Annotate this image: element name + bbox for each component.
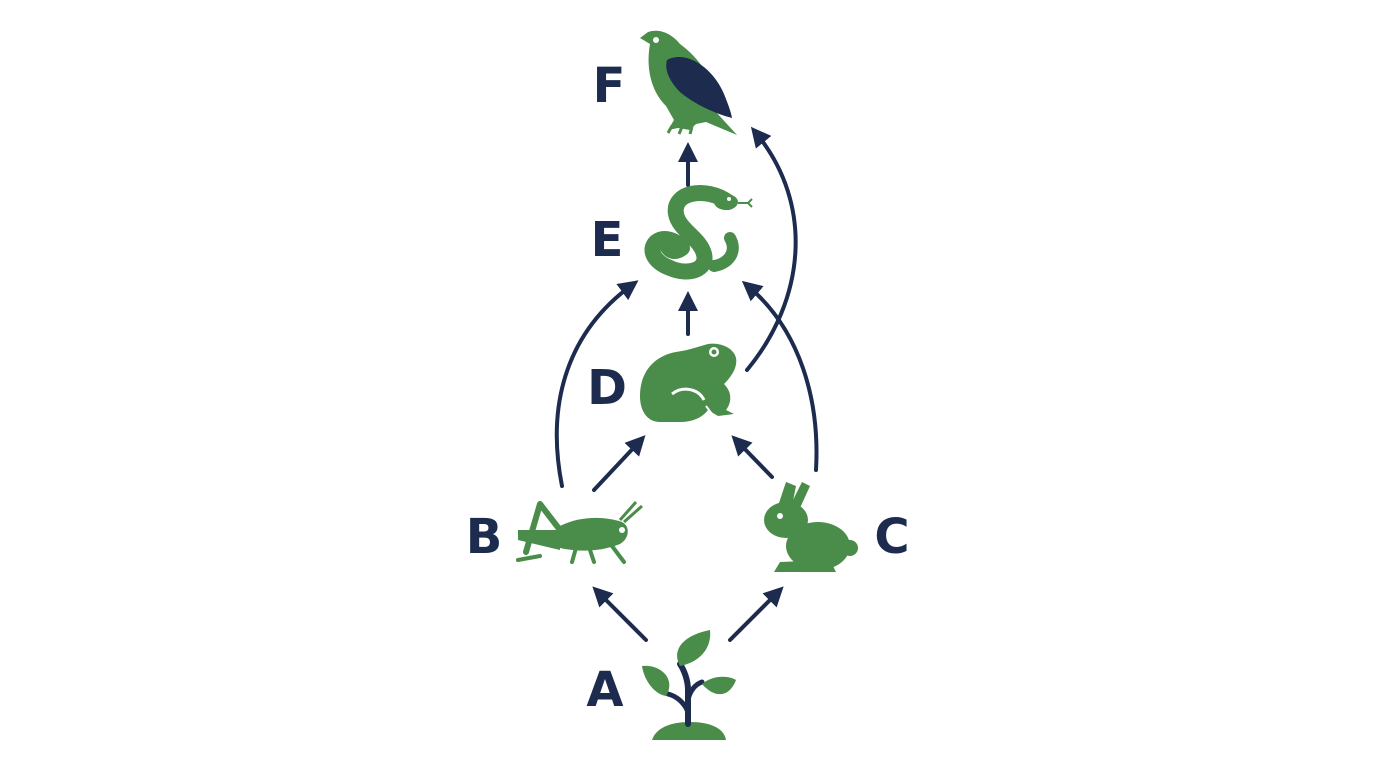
rabbit-icon	[764, 482, 858, 572]
edge-c-to-e	[741, 280, 819, 472]
node-label-f: F	[593, 58, 626, 114]
node-label-c: C	[874, 509, 909, 565]
seedling-icon	[642, 630, 736, 740]
node-label-b: B	[466, 509, 503, 565]
node-label-e: E	[591, 212, 624, 268]
snake-icon	[644, 184, 753, 280]
edge-b-to-d	[592, 435, 646, 492]
hawk-icon	[640, 30, 737, 135]
edge-a-to-b	[592, 586, 648, 642]
edges	[554, 126, 819, 642]
node-label-a: A	[586, 662, 623, 718]
edge-a-to-c	[728, 586, 784, 642]
node-labels: F E D B C A	[466, 58, 910, 718]
node-label-d: D	[587, 360, 627, 416]
frog-icon	[640, 343, 737, 422]
edge-b-to-e	[554, 280, 639, 488]
edge-c-to-d	[731, 435, 774, 479]
edge-d-to-f	[745, 126, 798, 372]
grasshopper-icon	[516, 501, 643, 564]
